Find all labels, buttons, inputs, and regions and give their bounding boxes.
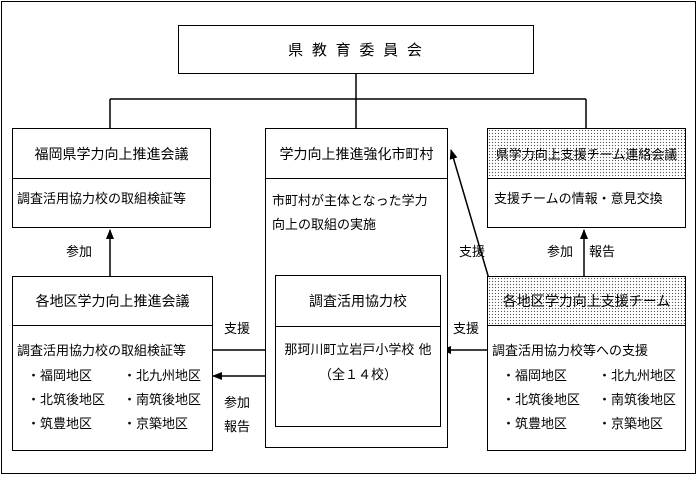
support-liaison-title: 県学力向上支援チーム連絡会議 (488, 129, 685, 179)
district-area: ・北筑後地区 (27, 393, 106, 408)
label-sanka-bottom: 参加 (224, 396, 251, 411)
district-area: ・筑豊地区 (27, 417, 93, 432)
team-area: ・北筑後地区 (502, 393, 581, 408)
label-shien-right: 支援 (453, 322, 480, 337)
label-sanka-right: 参加 (547, 245, 574, 260)
district-area: ・北九州地区 (123, 369, 202, 384)
support-team-body: 調査活用協力校等への支援 (492, 344, 649, 359)
label-houkoku-right: 報告 (589, 245, 616, 260)
label-shien-left: 支援 (224, 322, 251, 337)
team-area: ・筑豊地区 (502, 417, 568, 432)
team-area: ・北九州地区 (598, 369, 677, 384)
prefectural-board-box: 県 教 育 委 員 会 (178, 25, 534, 74)
district-area: ・京築地区 (123, 417, 189, 432)
cooperating-school-line2: （全１４校） (318, 368, 397, 383)
label-shien-diagonal: 支援 (459, 245, 486, 260)
team-area: ・南筑後地区 (598, 393, 677, 408)
support-team-box: 各地区学力向上支援チーム 調査活用協力校等への支援 ・福岡地区 ・北九州地区 ・… (487, 276, 686, 451)
district-area: ・福岡地区 (27, 369, 93, 384)
arrow-team-to-center (449, 149, 490, 280)
municipality-body-line2: 向上の取組の実施 (272, 218, 377, 233)
team-area: ・福岡地区 (502, 369, 568, 384)
prefecture-council-body: 調査活用協力校の取組検証等 (17, 192, 187, 207)
district-area: ・南筑後地区 (123, 393, 202, 408)
support-liaison-box: 県学力向上支援チーム連絡会議 支援チームの情報・意見交換 (487, 128, 686, 228)
municipality-title: 学力向上推進強化市町村 (266, 129, 447, 179)
prefectural-board-title: 県 教 育 委 員 会 (288, 41, 424, 59)
municipality-body-line1: 市町村が主体となった学力 (272, 194, 428, 209)
district-council-body: 調査活用協力校の取組検証等 (17, 344, 187, 359)
prefecture-council-title: 福岡県学力向上推進会議 (13, 129, 210, 179)
prefecture-council-box: 福岡県学力向上推進会議 調査活用協力校の取組検証等 (12, 128, 211, 228)
district-council-box: 各地区学力向上推進会議 調査活用協力校の取組検証等 ・福岡地区 ・北九州地区 ・… (12, 276, 213, 451)
district-council-title: 各地区学力向上推進会議 (13, 277, 212, 326)
label-sanka-left: 参加 (66, 245, 93, 260)
cooperating-school-line1: 那珂川町立岩戸小学校 他 (284, 343, 432, 358)
team-area: ・京築地区 (598, 417, 664, 432)
cooperating-school-title: 調査活用協力校 (276, 276, 440, 327)
label-houkoku-bottom: 報告 (224, 420, 251, 435)
cooperating-school-box: 調査活用協力校 那珂川町立岩戸小学校 他 （全１４校） (275, 275, 441, 427)
support-team-title: 各地区学力向上支援チーム (488, 277, 685, 326)
support-liaison-body: 支援チームの情報・意見交換 (494, 192, 663, 207)
